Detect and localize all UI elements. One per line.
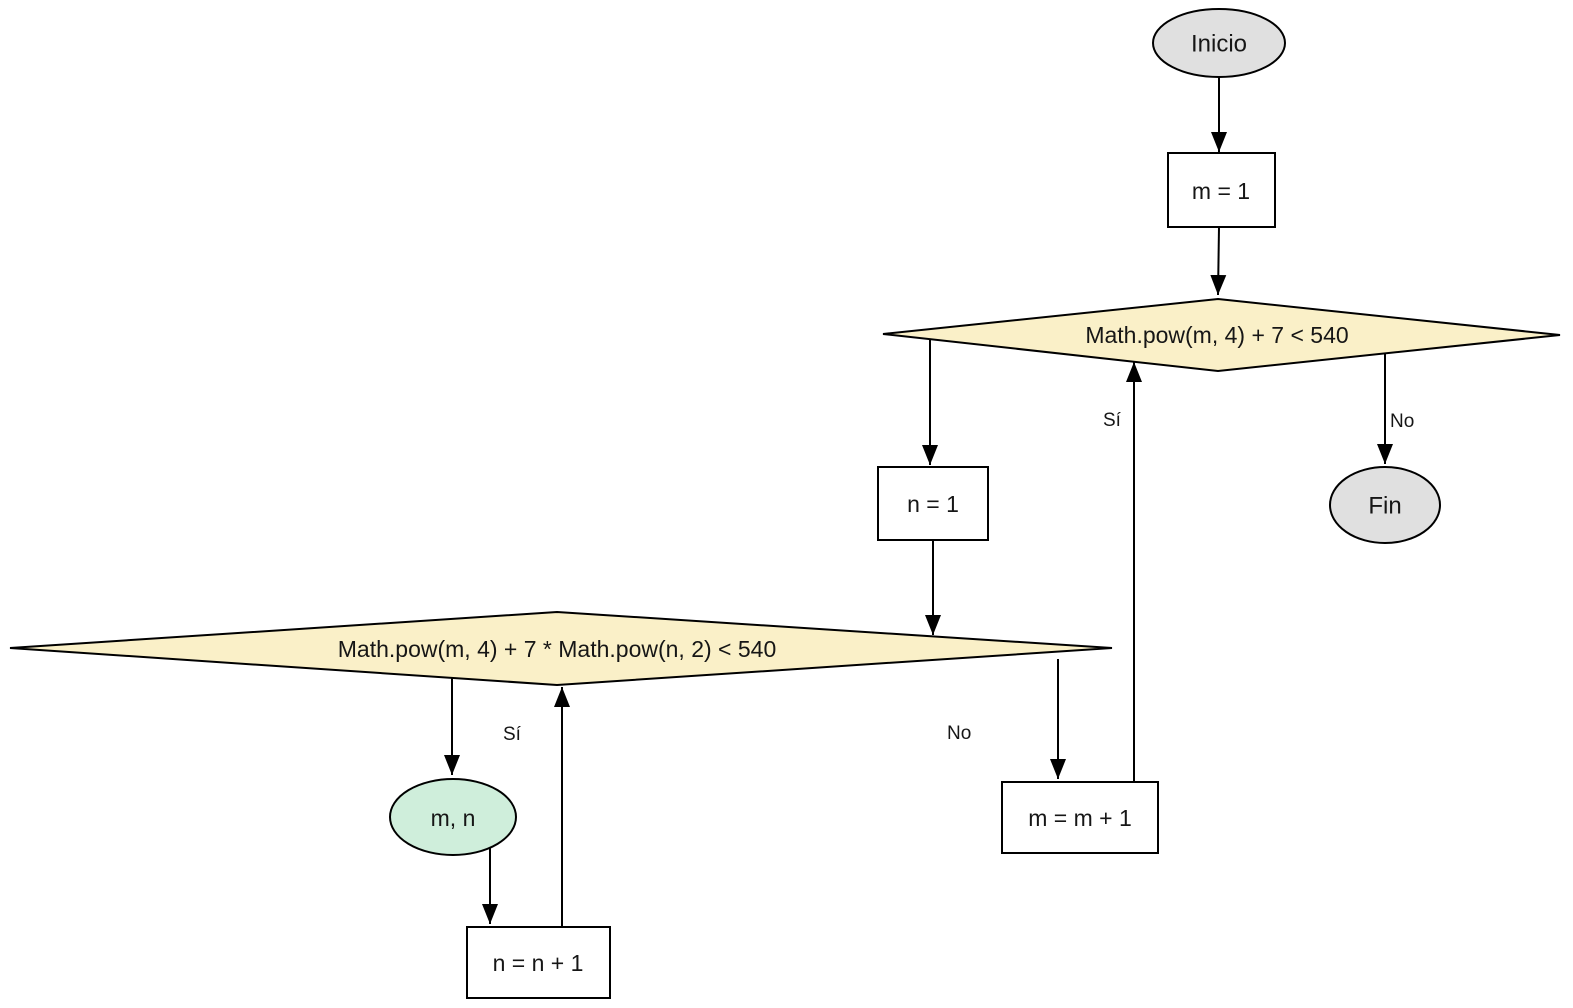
edge-label-decision-m-no: No (1390, 411, 1414, 432)
node-n-init-process (877, 466, 989, 541)
edge-label-decision-m-si: Sí (1103, 410, 1122, 431)
node-n-increment-process (466, 926, 611, 999)
node-m-init-label: m = 1 (1192, 178, 1250, 204)
node-fin-label: Fin (1368, 493, 1401, 520)
node-n-init-label: n = 1 (907, 491, 959, 517)
node-output-mn-label: m, n (431, 805, 476, 831)
edge-labels: Sí No Sí No (503, 410, 1414, 745)
node-decision-mn-label: Math.pow(m, 4) + 7 * Math.pow(n, 2) < 54… (338, 636, 776, 662)
node-output-mn-ellipse (389, 778, 517, 856)
nodes: Inicio m = 1 Math.pow(m, 4) + 7 < 540 n … (9, 8, 1561, 999)
node-m-increment-label: m = m + 1 (1028, 805, 1132, 831)
edges (444, 77, 1393, 926)
node-fin-terminator (1329, 466, 1441, 544)
node-m-init-process (1167, 152, 1276, 228)
edge-label-decision-mn-no: No (947, 723, 971, 744)
node-decision-m-label: Math.pow(m, 4) + 7 < 540 (1085, 322, 1348, 348)
node-n-increment-label: n = n + 1 (493, 950, 584, 976)
node-inicio-terminator (1152, 8, 1286, 78)
node-decision-mn-diamond (9, 610, 1113, 687)
node-m-increment-process (1001, 781, 1159, 854)
node-inicio-label: Inicio (1191, 31, 1247, 58)
edge-label-decision-mn-si: Sí (503, 724, 522, 745)
edge-m-init-to-decision-m (1210, 226, 1227, 296)
node-decision-m-diamond (882, 297, 1561, 373)
